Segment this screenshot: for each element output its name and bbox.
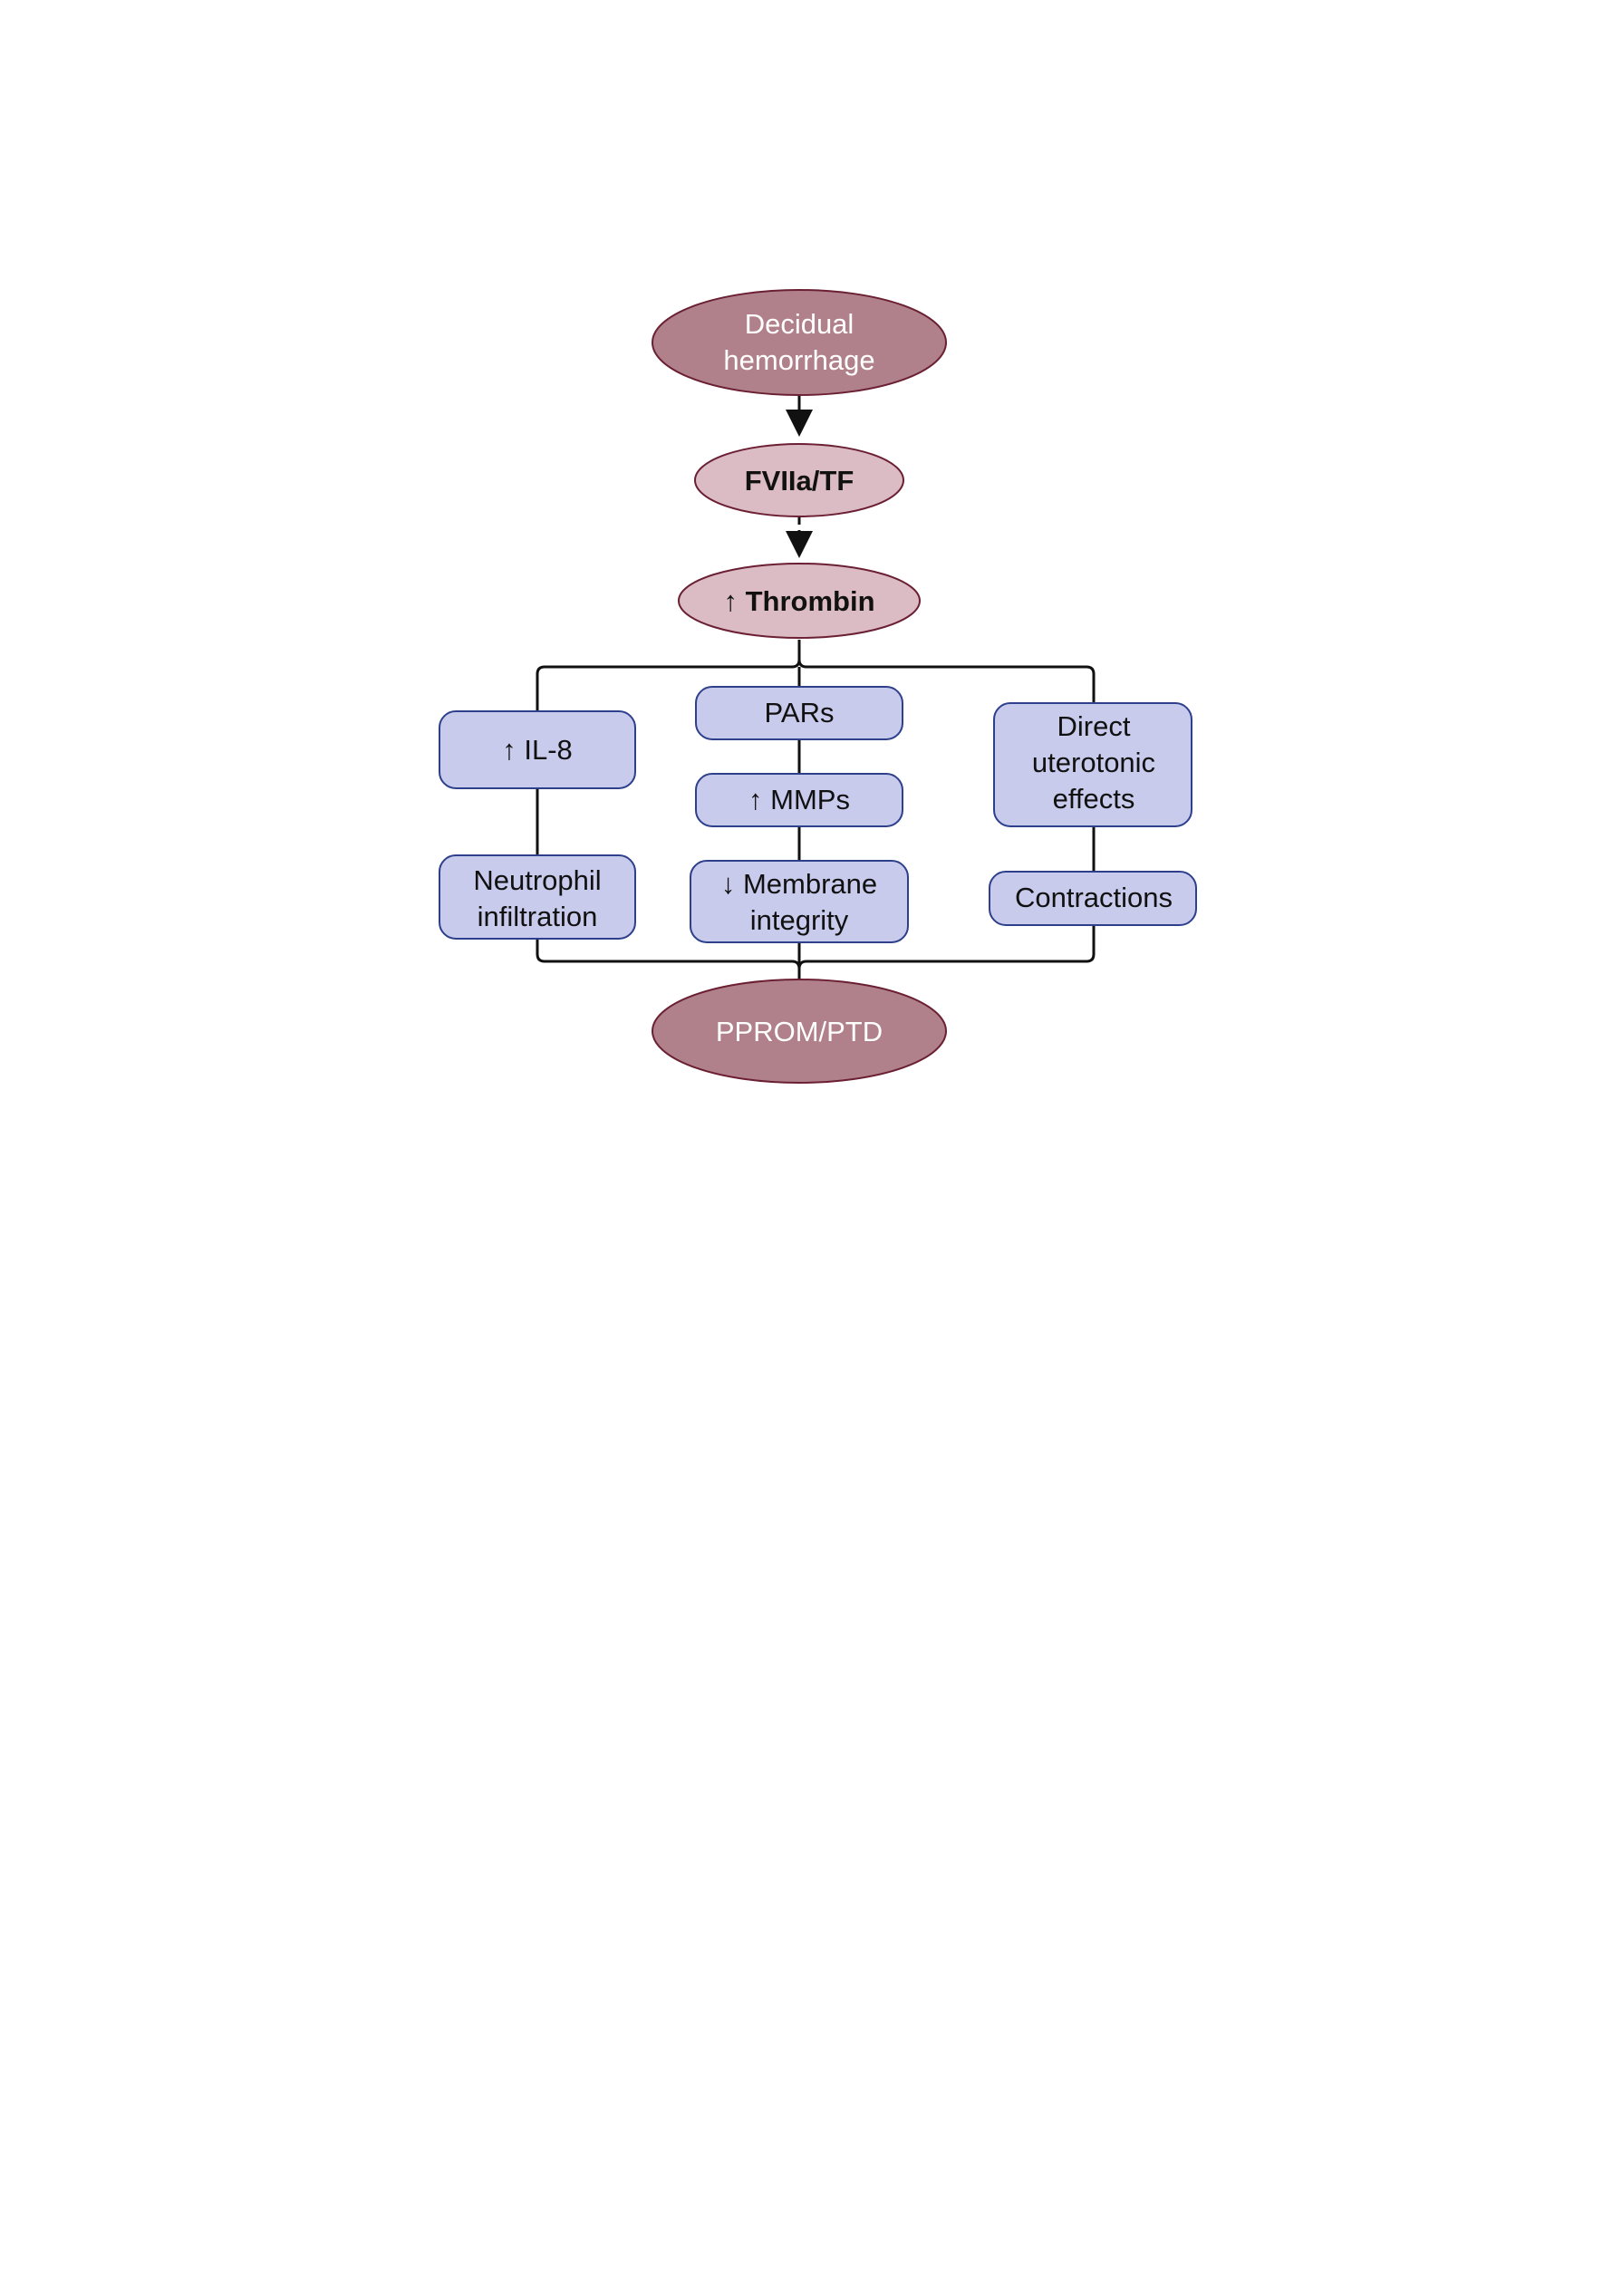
fviia-tf-label: FVIIa/TF (745, 465, 854, 497)
node-mmps: ↑ MMPs (695, 773, 903, 827)
pprom-ptd-label: PPROM/PTD (716, 1016, 883, 1047)
neutrophil-line2: infiltration (478, 901, 598, 932)
contractions-label: Contractions (1015, 882, 1173, 913)
node-thrombin: ↑ Thrombin (678, 563, 921, 639)
node-pprom-ptd: PPROM/PTD (652, 979, 947, 1084)
node-decidual-hemorrhage: Decidual hemorrhage (652, 289, 947, 396)
mmps-label: ↑ MMPs (748, 784, 850, 815)
direct-line1: Direct (1057, 710, 1131, 742)
decidual-hemorrhage-line1: Decidual (745, 308, 854, 340)
pars-label: PARs (765, 697, 835, 728)
node-fviia-tf: FVIIa/TF (694, 443, 904, 517)
node-contractions: Contractions (989, 871, 1197, 926)
thrombin-label: ↑ Thrombin (723, 585, 874, 617)
decidual-hemorrhage-line2: hemorrhage (723, 344, 874, 376)
connectors (536, 396, 1096, 979)
il8-label: ↑ IL-8 (502, 734, 573, 766)
direct-line2: uterotonic (1032, 747, 1155, 778)
node-membrane-integrity: ↓ Membrane integrity (690, 860, 909, 943)
top-branch-bus (536, 659, 1096, 711)
membrane-line1: ↓ Membrane (721, 868, 877, 900)
node-pars: PARs (695, 686, 903, 740)
node-il8: ↑ IL-8 (439, 710, 636, 789)
node-neutrophil-infiltration: Neutrophil infiltration (439, 854, 636, 940)
neutrophil-line1: Neutrophil (473, 864, 601, 896)
node-direct-uterotonic-effects: Direct uterotonic effects (993, 702, 1192, 827)
direct-line3: effects (1053, 783, 1135, 815)
membrane-line2: integrity (750, 904, 849, 936)
